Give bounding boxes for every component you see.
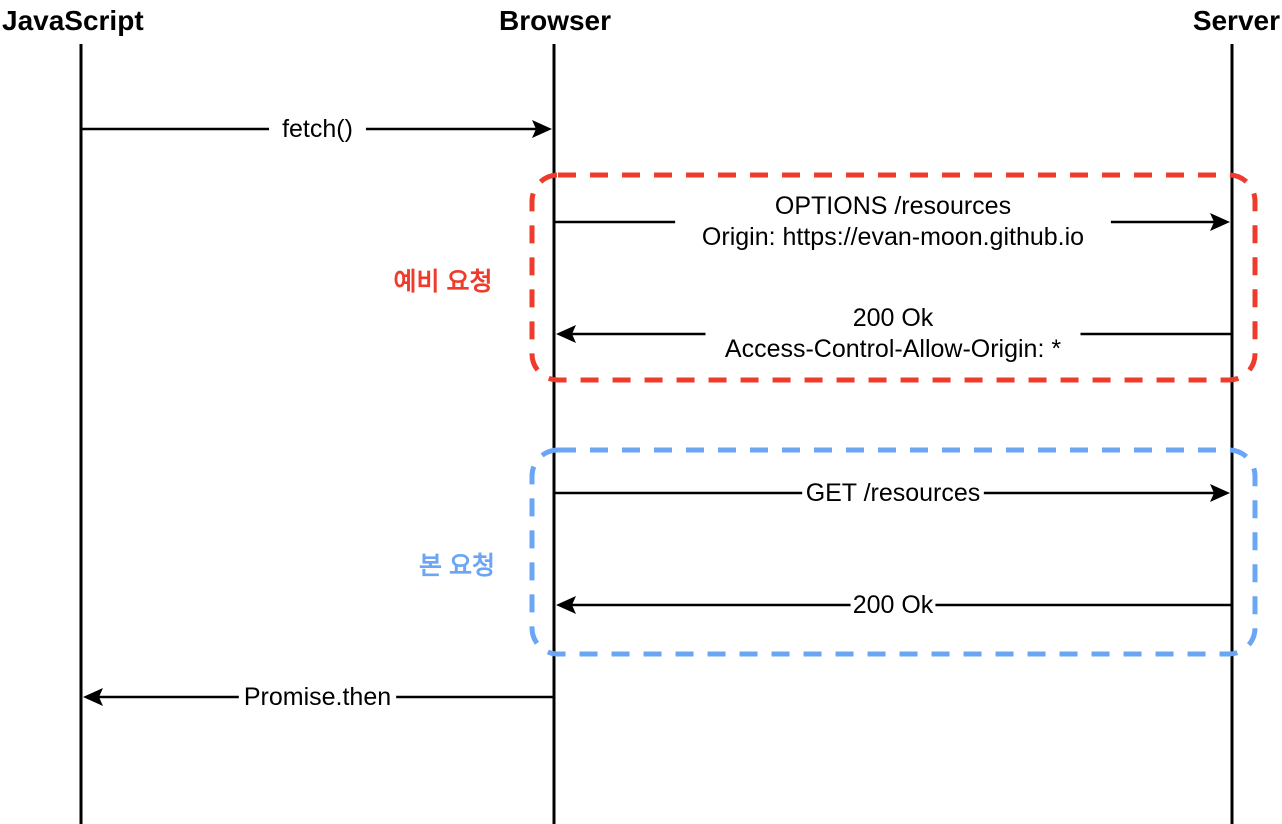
group-box-main-request (529, 447, 1258, 657)
arrowhead-left-icon (83, 688, 103, 706)
message-preflight-response: 200 Ok Access-Control-Allow-Origin: * (556, 300, 1231, 366)
message-label-get-response: 200 Ok (853, 591, 934, 619)
message-label-get-request: GET /resources (806, 479, 981, 507)
message-label-preflight-response: 200 Ok (853, 304, 934, 332)
arrowhead-left-icon (556, 325, 576, 343)
message-get-response: 200 Ok (556, 587, 1231, 623)
actor-header-browser: Browser (499, 5, 611, 36)
message-label-options-request: OPTIONS /resources (775, 192, 1011, 220)
group-label-preflight: 예비 요청 (394, 268, 493, 296)
message-label-backing (802, 475, 984, 511)
arrowhead-right-icon (1210, 213, 1230, 231)
message-fetch: fetch() (82, 111, 552, 147)
message-promise-then: Promise.then (83, 679, 553, 715)
group-box-preflight (529, 172, 1258, 383)
actor-header-server: Server (1193, 5, 1280, 36)
message-label-promise-then: Promise.then (244, 683, 391, 711)
message-label-options-request: Origin: https://evan-moon.github.io (702, 223, 1084, 251)
arrowhead-left-icon (556, 596, 576, 614)
message-label-backing (850, 587, 936, 623)
message-label-fetch: fetch() (282, 115, 353, 143)
message-get-request: GET /resources (555, 475, 1230, 511)
actor-header-javascript: JavaScript (2, 5, 144, 36)
arrowhead-right-icon (1210, 484, 1230, 502)
message-label-backing (675, 188, 1111, 254)
message-label-backing (705, 300, 1081, 366)
message-label-backing (269, 111, 366, 147)
arrowhead-right-icon (532, 120, 552, 138)
message-label-preflight-response: Access-Control-Allow-Origin: * (725, 335, 1061, 363)
message-label-backing (238, 679, 397, 715)
group-label-main-request: 본 요청 (419, 552, 495, 580)
